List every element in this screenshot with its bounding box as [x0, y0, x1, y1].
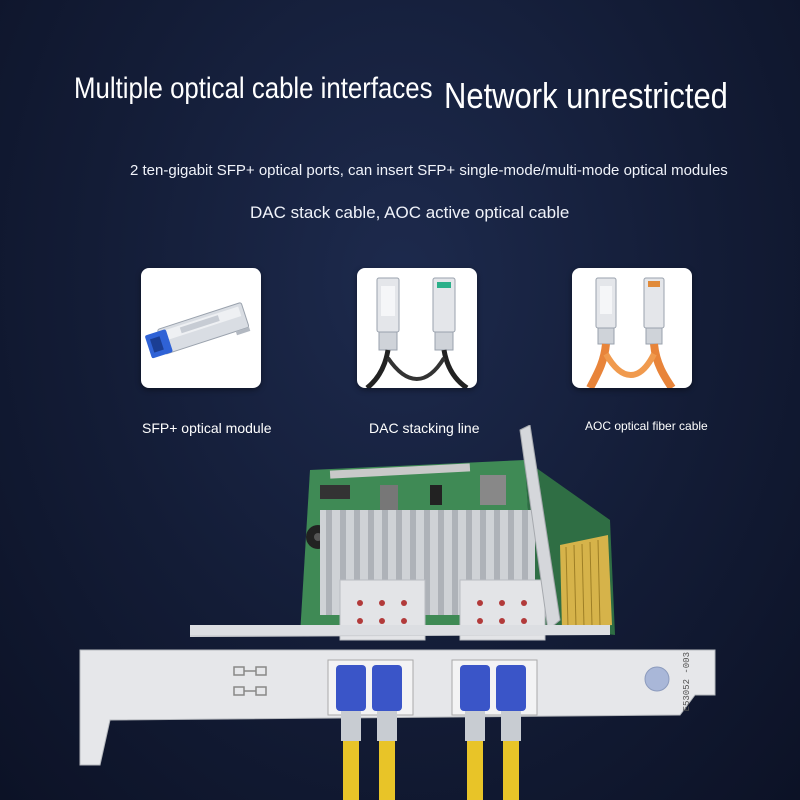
description-line-1: 2 ten-gigabit SFP+ optical ports, can in…	[130, 162, 728, 179]
aoc-cable-thumbnail	[572, 268, 692, 388]
lan-icon	[233, 666, 267, 696]
caption-sfp-module: SFP+ optical module	[142, 420, 272, 436]
sfp-module-icon	[145, 302, 251, 359]
headline-left: Multiple optical cable interfaces	[74, 72, 433, 105]
sfp-module-thumbnail	[141, 268, 261, 388]
aoc-cable-icon	[586, 277, 676, 388]
lc-connector	[336, 665, 526, 741]
dac-cable-thumbnail	[357, 268, 477, 388]
description-line-2: DAC stack cable, AOC active optical cabl…	[250, 203, 570, 222]
bracket-marking: E53052 -003	[682, 652, 692, 712]
caption-dac-stacking-line: DAC stacking line	[369, 420, 480, 436]
headline-right: Network unrestricted	[444, 75, 728, 116]
network-card-illustration	[0, 425, 800, 800]
caption-aoc-cable: AOC optical fiber cable	[585, 419, 708, 433]
fiber-cables	[343, 741, 519, 800]
dac-cable-icon	[365, 277, 469, 388]
